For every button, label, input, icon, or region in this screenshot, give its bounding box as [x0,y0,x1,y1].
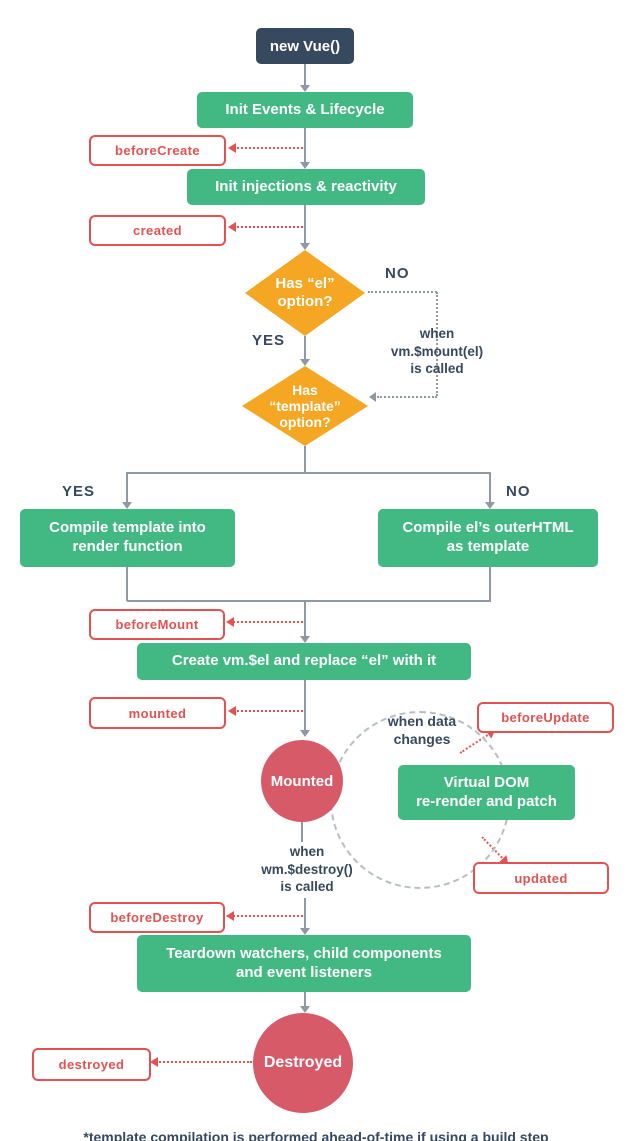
hook-updated: updated [473,862,609,894]
hook-created: created [89,215,226,246]
decision-has-template-line3: option? [279,414,331,431]
node-init-events: Init Events & Lifecycle [197,92,413,128]
hook-connector-beforeCreate [228,143,303,153]
annotation-when-mount-line3: is called [410,361,464,377]
arrow-left-icon [369,392,376,402]
connector-line [301,822,303,842]
dotted-route-line [377,396,437,398]
hook-destroyed: destroyed [32,1048,151,1081]
decision-has-el-line1: Has “el” [275,275,335,292]
annotation-when-destroy-line3: is called [280,879,334,895]
node-compile-template: Compile template into render function [20,509,235,567]
node-virtual-dom: Virtual DOM re-render and patch [398,765,575,820]
decision-has-template: Has “template” option? [242,366,368,446]
hook-connector-mounted [228,706,303,716]
dotted-route-line [436,292,438,396]
arrow-down-icon [300,928,310,935]
node-virtual-dom-line2: re-render and patch [416,792,557,810]
arrow-down-icon [300,162,310,169]
hook-beforeUpdate: beforeUpdate [477,702,614,733]
label-yes-template: YES [62,483,96,500]
arrow-down-icon [300,730,310,737]
footnote-caption: *template compilation is performed ahead… [83,1129,549,1141]
connector-line [304,601,306,636]
arrow-down-icon [300,1006,310,1013]
state-mounted-circle: Mounted [261,740,343,822]
connector-line [126,567,128,601]
state-destroyed-circle: Destroyed [253,1013,353,1113]
annotation-when-data-line1: when data [387,713,457,729]
connector-line [304,992,306,1006]
connector-line [304,64,306,85]
annotation-when-destroy: when wm.$destroy() is called [247,843,367,896]
annotation-when-destroy-line2: wm.$destroy() [261,861,353,877]
dotted-route-line [368,291,437,293]
hook-beforeMount: beforeMount [89,609,225,640]
node-compile-el-line2: as template [446,538,530,555]
hook-mounted: mounted [89,697,226,729]
connector-line [304,898,306,928]
node-teardown-line1: Teardown watchers, child components [166,944,442,962]
arrow-down-icon [122,502,132,509]
node-teardown: Teardown watchers, child components and … [137,935,471,992]
arrow-down-icon [300,85,310,92]
arrow-down-icon [300,359,310,366]
annotation-when-data: when data changes [367,712,477,748]
arrow-down-icon [300,636,310,643]
node-init-injections: Init injections & reactivity [187,169,425,205]
annotation-when-mount-line1: when [419,326,455,341]
branch-split-line [127,472,491,474]
annotation-when-mount: when vm.$mount(el) is called [377,325,497,378]
connector-line [304,446,306,473]
annotation-when-mount-line2: vm.$mount(el) [390,343,484,359]
node-teardown-line2: and event listeners [236,963,372,981]
connector-line [489,567,491,601]
connector-line [304,680,306,730]
decision-has-el: Has “el” option? [245,250,365,336]
decision-has-template-line2: “template” [269,397,341,414]
connector-line [304,205,306,243]
annotation-when-data-line2: changes [393,731,451,748]
connector-line [304,336,306,359]
node-compile-el-line1: Compile el’s outerHTML [402,519,574,537]
node-new-vue: new Vue() [256,28,354,64]
connector-line [304,128,306,162]
arrow-down-icon [485,502,495,509]
arrow-down-icon [300,243,310,250]
node-compile-template-line1: Compile template into [49,519,206,537]
node-virtual-dom-line1: Virtual DOM [443,773,530,791]
hook-connector-beforeDestroy [226,911,303,921]
label-yes-el: YES [252,332,286,349]
node-create-vm: Create vm.$el and replace “el” with it [137,643,471,680]
connector-line [489,472,491,502]
node-compile-el: Compile el’s outerHTML as template [378,509,598,567]
hook-connector-beforeMount [226,617,303,627]
hook-beforeCreate: beforeCreate [89,135,226,166]
hook-connector-destroyed [150,1057,252,1067]
annotation-when-destroy-line1: when [289,844,325,859]
connector-line [126,472,128,502]
hook-beforeDestroy: beforeDestroy [89,902,225,933]
decision-has-el-line2: option? [277,293,333,310]
branch-merge-line [127,600,491,602]
decision-has-template-line1: Has [292,381,318,398]
label-no-template: NO [506,483,531,500]
node-compile-template-line2: render function [72,538,183,555]
hook-connector-created [228,222,303,232]
label-no-el: NO [385,265,410,282]
